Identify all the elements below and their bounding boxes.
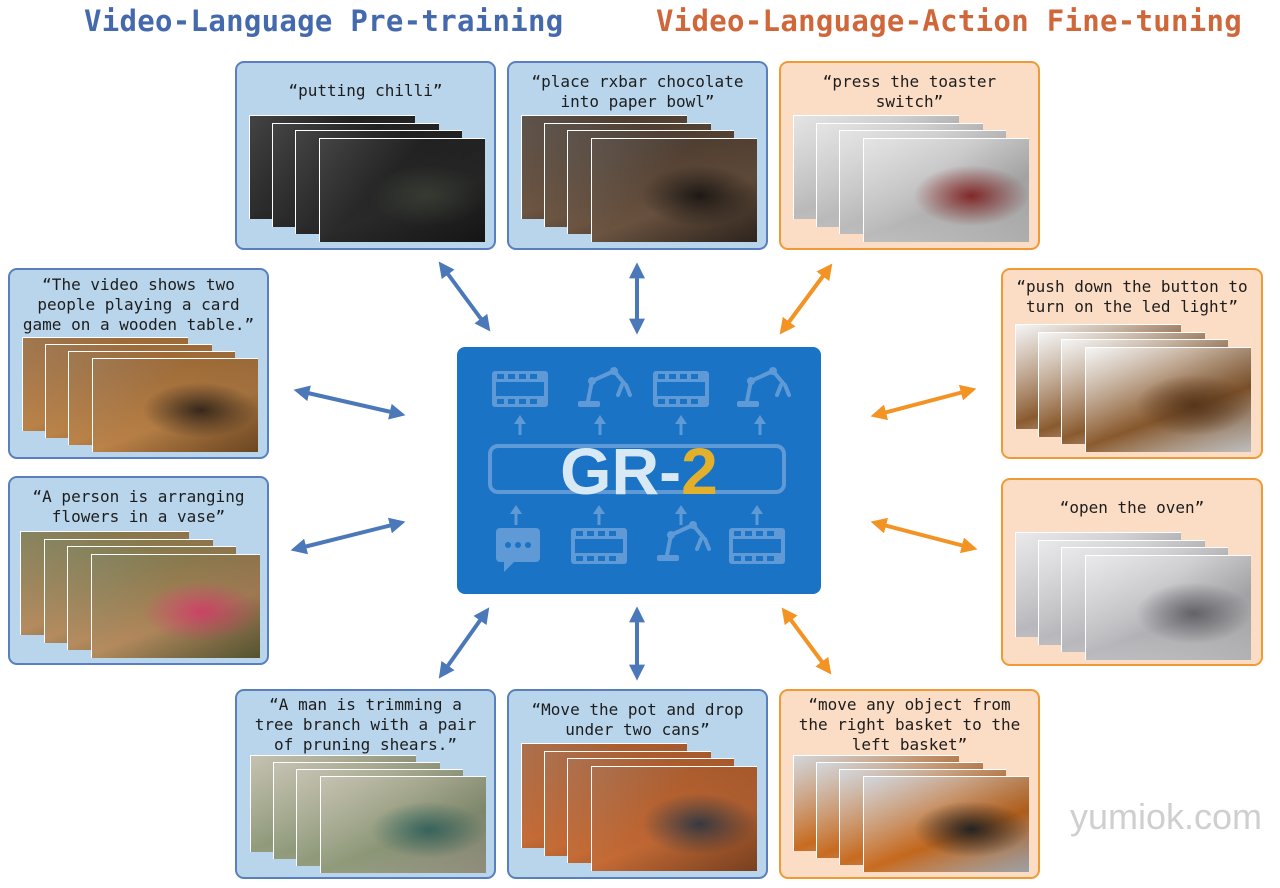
card-caption: “move any object from the right basket t… [798,695,1021,754]
card-caption: “press the toaster switch” [822,72,997,111]
video-frame [590,766,757,871]
card-caption: “A man is trimming a tree branch with a … [254,695,477,754]
finetuning-card-basket: “move any object from the right basket t… [779,689,1040,879]
pretraining-heading: Video-Language Pre-training [84,4,564,38]
card-caption: “place rxbar chocolate into paper bowl” [531,72,744,111]
pretraining-card-card-game: “The video shows two people playing a ca… [8,268,269,459]
video-frames [793,755,1029,872]
video-frame [1084,347,1251,452]
arrow-finetuning-1 [779,263,833,335]
pretraining-card-putting-chilli: “putting chilli” [235,61,496,250]
pretraining-card-arranging-flowers: “A person is arranging flowers in a vase… [8,476,269,665]
finetuning-card-toaster-switch: “press the toaster switch” [779,61,1040,250]
video-frames [793,115,1029,242]
transformer-bar [488,444,786,494]
arrow-finetuning-4 [781,607,832,675]
finetuning-heading: Video-Language-Action Fine-tuning [656,4,1243,38]
video-frames [20,531,260,658]
video-frame [318,137,485,242]
pretraining-card-trimming-branch: “A man is trimming a tree branch with a … [235,689,496,879]
video-frame [862,137,1029,242]
video-frames [521,115,757,242]
video-frames [1015,324,1251,452]
video-frame [590,137,757,242]
video-frame [319,776,486,873]
video-frames [250,755,486,873]
video-frame [90,553,260,658]
arrow-pretraining-4 [290,517,406,555]
logo-main: GR- [560,434,682,508]
card-caption: “A person is arranging flowers in a vase… [32,487,245,526]
card-caption: “push down the button to turn on the led… [1016,277,1248,316]
video-frame [1084,555,1251,660]
arrow-pretraining-5 [438,607,490,679]
video-frames [249,115,485,242]
arrow-pretraining-1 [438,261,491,332]
watermark: yumiok.com [1070,796,1263,837]
arrow-finetuning-3 [870,517,978,554]
card-caption: “putting chilli” [288,81,443,100]
finetuning-card-led-light: “push down the button to turn on the led… [1001,268,1263,459]
video-frames [1015,532,1251,660]
card-caption: “open the oven” [1059,498,1205,517]
video-frames [22,337,258,452]
gr2-logo: GR-2 [457,431,821,511]
arrow-pretraining-3 [293,385,406,420]
pretraining-card-move-pot: “Move the pot and drop under two cans” [507,689,768,879]
arrow-finetuning-2 [870,384,977,421]
logo-version: 2 [681,434,718,508]
model-architecture-icons [488,365,791,572]
video-frames [521,743,757,871]
card-caption: “The video shows two people playing a ca… [22,275,255,334]
card-caption: “Move the pot and drop under two cans” [531,700,744,739]
video-frame [862,776,1029,872]
gr2-model-block: GR-2 [457,347,821,594]
video-frame [91,357,258,452]
pretraining-card-rxbar-chocolate: “place rxbar chocolate into paper bowl” [507,61,768,250]
finetuning-card-open-oven: “open the oven” [1001,478,1263,666]
